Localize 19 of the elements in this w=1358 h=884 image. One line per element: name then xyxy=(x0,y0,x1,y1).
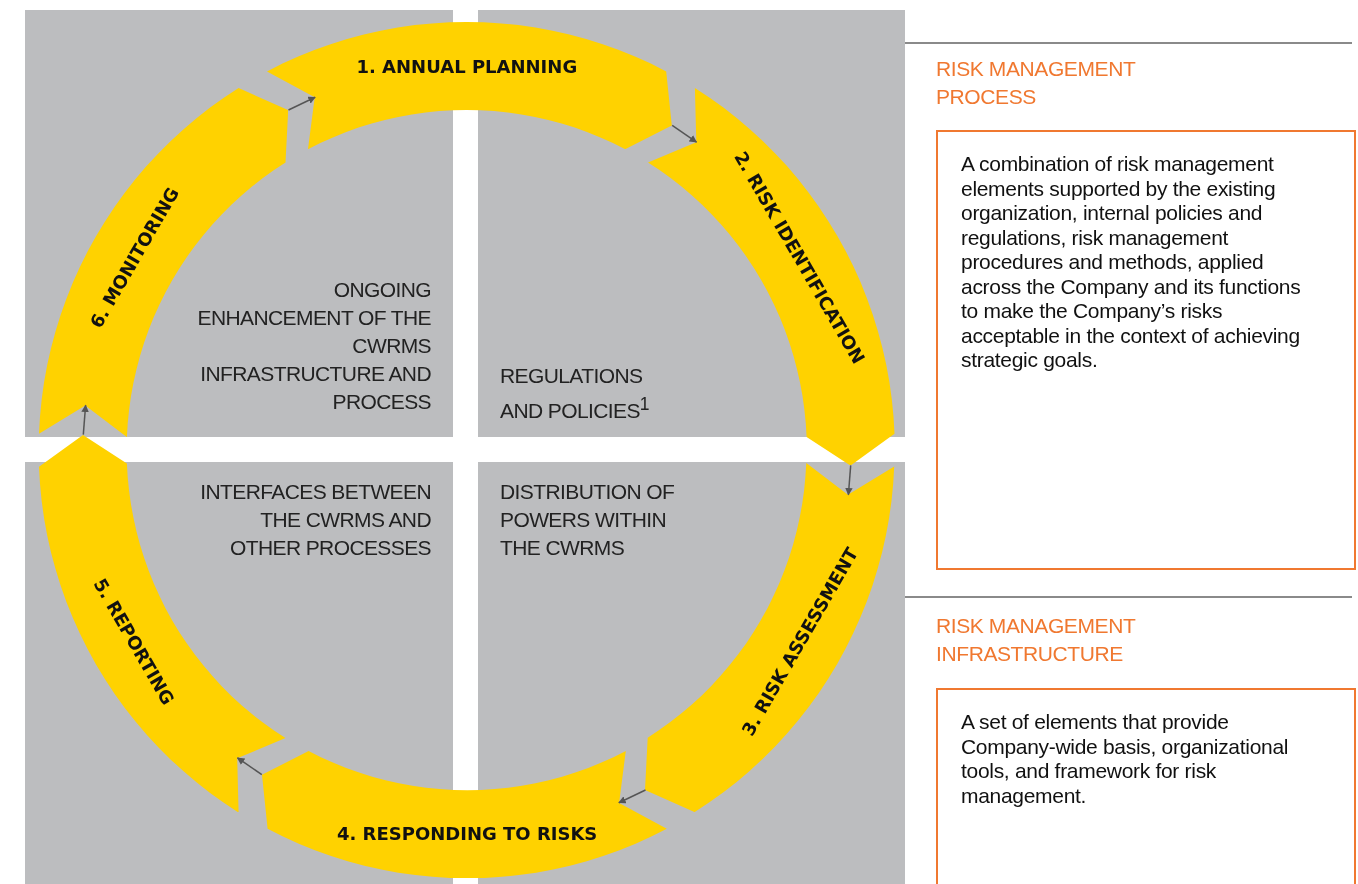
step-label: 4. RESPONDING TO RISKS xyxy=(337,823,598,845)
arrow xyxy=(618,789,647,804)
quadrant-text: ONGOING ENHANCEMENT OF THE CWRMS INFRASTRUCTURE AND PROCESS xyxy=(196,277,431,415)
arrow xyxy=(287,96,316,111)
quadrant-text: DISTRIBUTION OF POWERS WITHIN THE CWRMS xyxy=(500,479,676,561)
section-heading: RISK MANAGEMENT INFRASTRUCTURE xyxy=(936,613,1137,667)
description-text: A combination of risk management elements supported by the existing organization, internal policies and regulations, risk management procedures and methods, applied across the Company and its functions to make the Company’s risks acceptable in the context of achieving strategic goals. xyxy=(961,152,1302,373)
cycle-step-band xyxy=(648,87,895,466)
arrow xyxy=(845,464,853,496)
section-heading: RISK MANAGEMENT PROCESS xyxy=(936,56,1137,110)
cycle-step-band xyxy=(267,22,673,150)
step-label: 1. ANNUAL PLANNING xyxy=(356,55,578,77)
cycle-step-band xyxy=(261,750,667,878)
arrow xyxy=(236,757,263,776)
quadrant-text: REGULATIONS AND POLICIES$^{1}$ xyxy=(500,363,650,424)
arrow xyxy=(81,404,89,436)
arrow xyxy=(671,124,698,143)
quadrant-text: INTERFACES BETWEEN THE CWRMS AND OTHER PROCESSES xyxy=(199,479,431,561)
description-text: A set of elements that provide Company-wide basis, organizational tools, and framework for risk management. xyxy=(961,710,1290,808)
